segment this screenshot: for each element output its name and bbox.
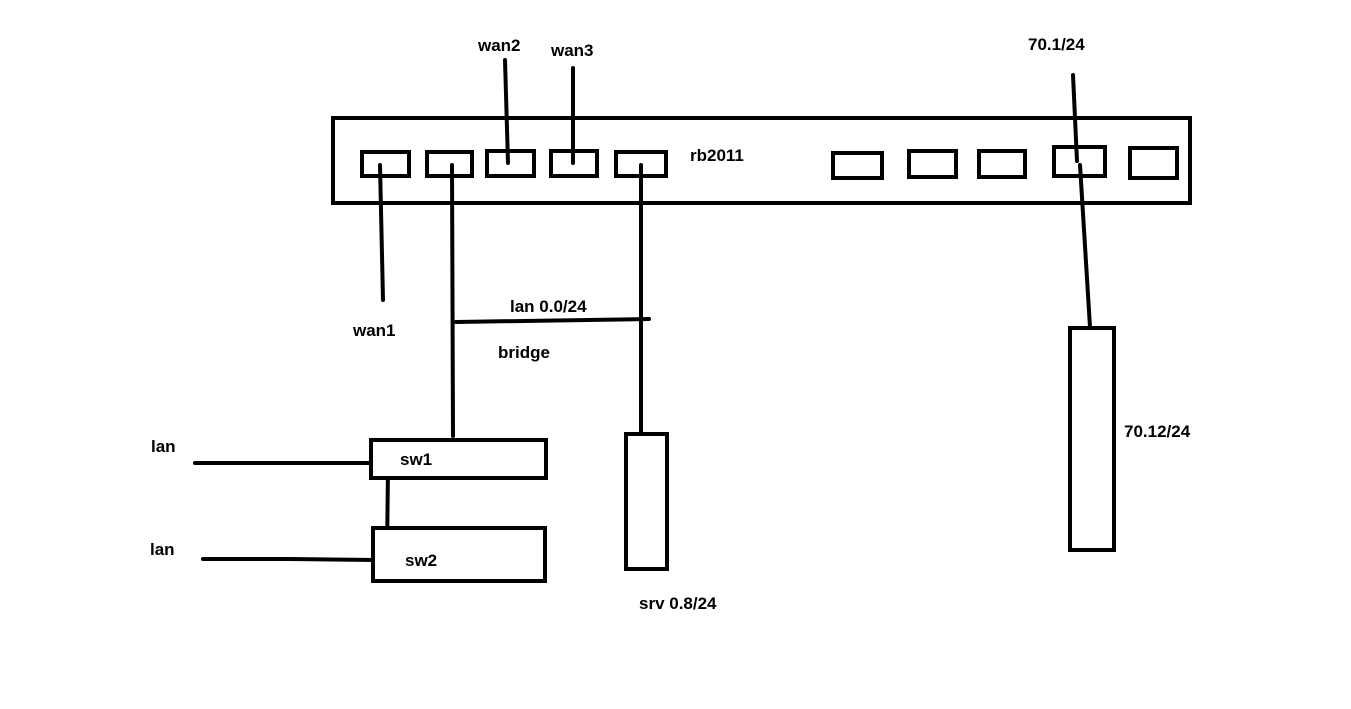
- server-box: [624, 432, 669, 571]
- wan2-wire: [503, 58, 510, 165]
- wan1-label: wan1: [352, 321, 396, 340]
- router-name-label: rb2011: [690, 146, 744, 165]
- switch-sw2-label: sw2: [405, 551, 437, 570]
- lan-client-label-top: lan: [151, 437, 176, 456]
- lan-bridge-wire: [454, 317, 651, 324]
- router-port-1: [360, 150, 411, 178]
- lan-subnet-label: lan 0.0/24: [510, 297, 587, 316]
- lan-client-label-bottom: lan: [150, 540, 175, 559]
- switch-sw1: [369, 438, 548, 480]
- uplink-address-label: 70.1/24: [1028, 35, 1085, 54]
- wan3-label: wan3: [550, 41, 594, 60]
- router-chassis: [331, 116, 1192, 205]
- bridge-label: bridge: [498, 343, 550, 362]
- switch-sw1-label: sw1: [400, 450, 432, 469]
- router-port-6: [831, 151, 884, 180]
- switch-sw2: [371, 526, 547, 583]
- lan-client-wire-bottom: [201, 557, 376, 562]
- server-address-label: srv 0.8/24: [639, 594, 717, 613]
- router-port-3: [485, 149, 536, 178]
- router-port-7: [907, 149, 958, 179]
- remote-device-address-label: 70.12/24: [1124, 422, 1191, 441]
- wan1-wire: [378, 163, 385, 302]
- uplink-wire-bottom: [1078, 163, 1092, 329]
- uplink-wire-top: [1071, 73, 1079, 163]
- remote-device-box: [1068, 326, 1116, 552]
- router-port-8: [977, 149, 1027, 179]
- router-port-2: [425, 150, 474, 178]
- bridge-trunk-wire: [450, 163, 455, 438]
- wan2-label: wan2: [477, 36, 521, 55]
- router-port-10: [1128, 146, 1179, 180]
